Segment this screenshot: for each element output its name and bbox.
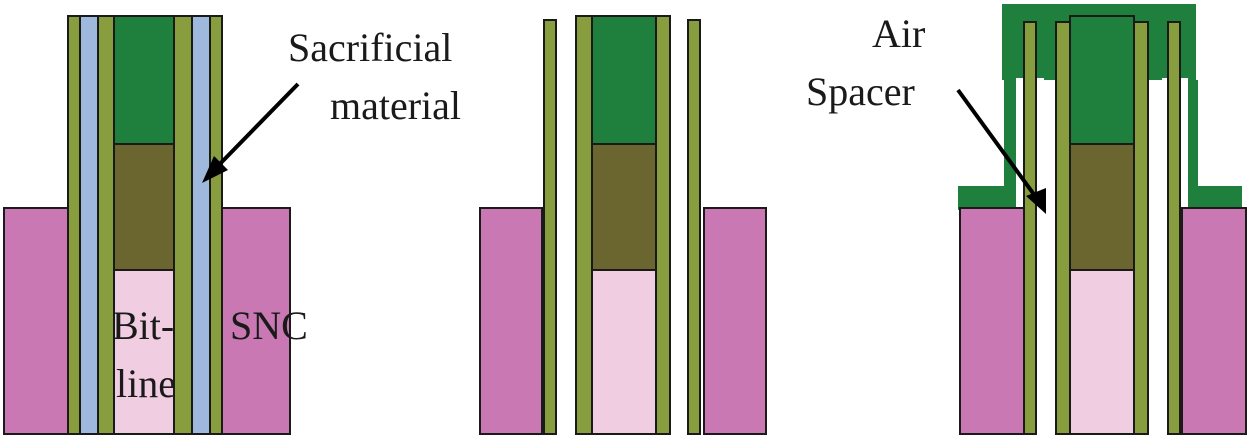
bitline-metal xyxy=(591,143,657,271)
inner-liner-right xyxy=(655,15,671,435)
sacrificial-label: Sacrificial xyxy=(288,25,453,70)
sacrificial-arrow-head xyxy=(202,156,228,183)
bit-label: Bit- xyxy=(112,303,175,348)
bitline-metal xyxy=(113,143,175,271)
panel-2-removed xyxy=(479,15,767,435)
hard-mask-cap xyxy=(1069,15,1135,145)
air-spacer-arrow-line xyxy=(956,88,1040,202)
outer-liner-left xyxy=(543,19,557,435)
inner-liner-left xyxy=(97,15,115,435)
sacrificial-material-right xyxy=(191,15,211,435)
spacer-label: Spacer xyxy=(806,69,915,114)
bitline-metal xyxy=(1069,143,1135,271)
outer-liner-right xyxy=(209,15,223,435)
material-label: material xyxy=(330,83,462,128)
air-spacer-arrow-head xyxy=(1026,188,1046,214)
snc-block-right xyxy=(1181,207,1247,435)
bitline-contact xyxy=(1069,269,1135,435)
outer-liner-left xyxy=(67,15,81,435)
snc-block-left xyxy=(3,207,73,435)
snc-block-right xyxy=(703,207,767,435)
outer-liner-left xyxy=(1023,21,1037,435)
hard-mask-cap xyxy=(113,15,175,145)
snc-block-left xyxy=(959,207,1025,435)
inner-liner-left xyxy=(575,15,593,435)
panel-3-air-spacer xyxy=(956,4,1247,435)
line-label: line xyxy=(116,361,176,406)
outer-liner-right xyxy=(687,19,701,435)
inner-liner-right xyxy=(173,15,193,435)
inner-liner-right xyxy=(1133,21,1149,435)
snc-block-right xyxy=(221,207,291,435)
bitline-contact xyxy=(113,269,175,435)
sacrificial-arrow-line xyxy=(211,82,300,173)
inner-liner-left xyxy=(1055,21,1071,435)
air-gap-right xyxy=(1149,80,1167,434)
outer-liner-right xyxy=(1167,21,1181,435)
panel-1-sacrificial xyxy=(3,15,300,435)
hard-mask-cap xyxy=(591,15,657,145)
snc-label: SNC xyxy=(230,303,308,348)
air-label: Air xyxy=(872,11,926,56)
bitline-contact xyxy=(591,269,657,435)
air-gap-left xyxy=(1037,80,1055,434)
snc-block-left xyxy=(479,207,543,435)
sacrificial-material-left xyxy=(79,15,99,435)
